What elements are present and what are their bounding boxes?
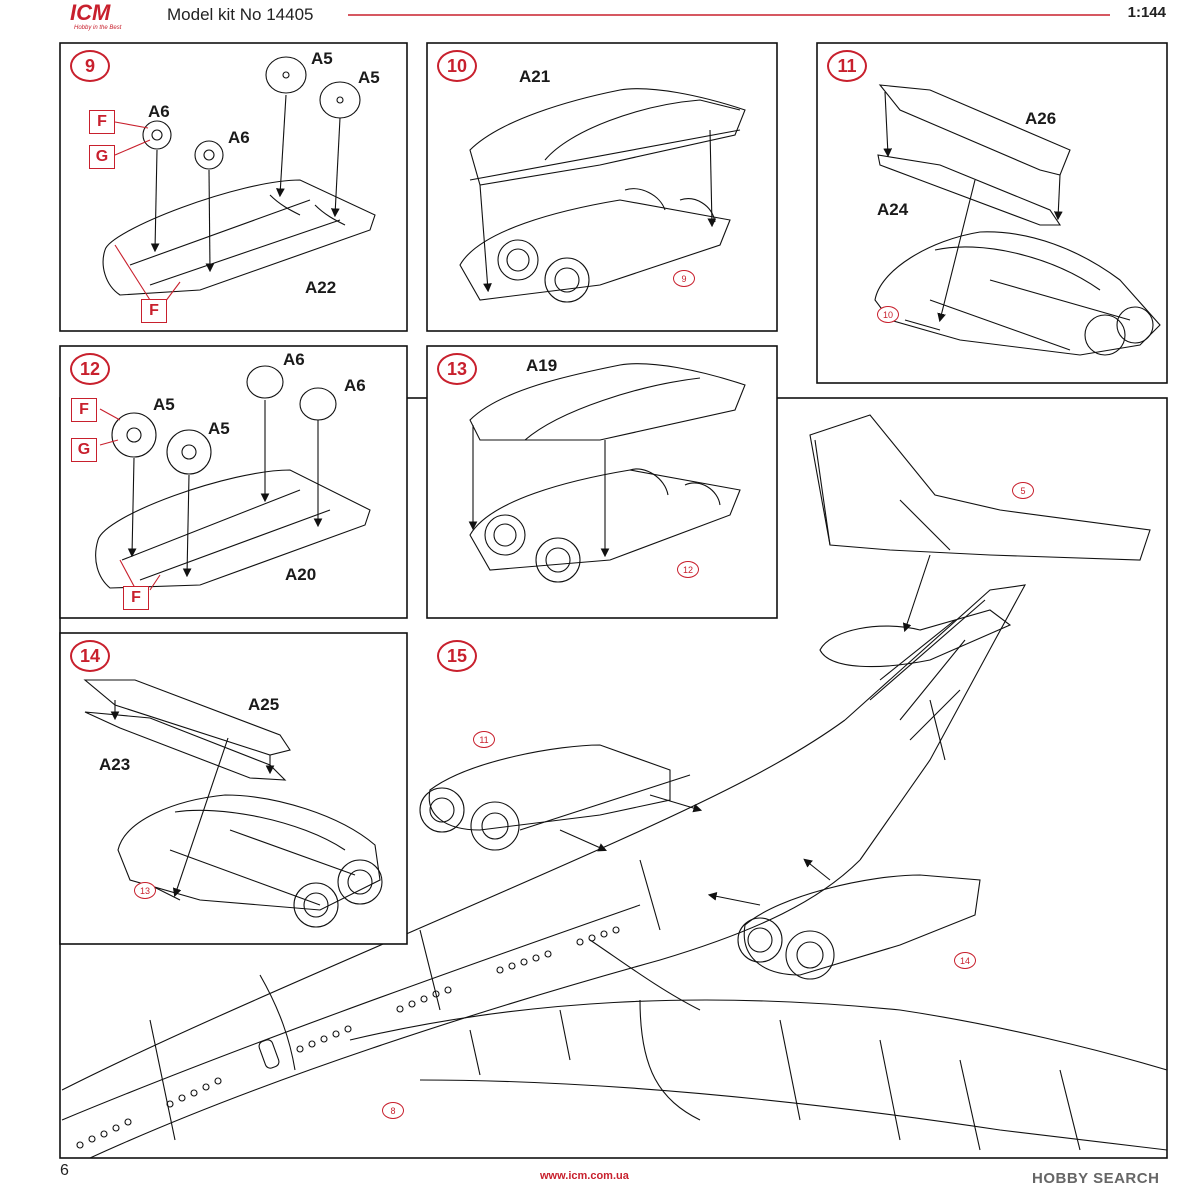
ref-step-badge: 8 [382, 1102, 404, 1119]
step-14-drawing [83, 679, 383, 928]
step-13-drawing [468, 363, 746, 583]
aircraft-drawing [61, 414, 1168, 1159]
part-label: A26 [1025, 109, 1057, 128]
part-label: A5 [153, 395, 175, 414]
step-11-drawing [874, 84, 1161, 356]
paint-code-badge: G [89, 145, 115, 169]
panel-step-13 [426, 345, 778, 619]
watermark: HOBBY SEARCH [1032, 1170, 1160, 1187]
part-label: A5 [358, 68, 380, 87]
part-label: A6 [148, 102, 170, 121]
panel-step-11 [816, 42, 1168, 384]
part-label: A20 [285, 565, 317, 584]
ref-step-badge: 13 [134, 882, 156, 899]
ref-step-badge: 11 [473, 731, 495, 748]
step-9-badge: 9 [70, 50, 110, 82]
ref-step-badge: 9 [673, 270, 695, 287]
part-label: A5 [208, 419, 230, 438]
part-label: A21 [519, 67, 551, 86]
ref-step-badge: 5 [1012, 482, 1034, 499]
part-label: A6 [283, 350, 305, 369]
ref-step-badge: 10 [877, 306, 899, 323]
ref-step-badge: 14 [954, 952, 976, 969]
paint-code-badge: F [123, 586, 149, 610]
step-12-drawing [95, 365, 371, 589]
step-10-drawing [459, 88, 746, 303]
panel-step-10 [426, 42, 778, 332]
part-label: A5 [311, 49, 333, 68]
paint-code-badge: F [141, 299, 167, 323]
step-14-badge: 14 [70, 640, 110, 672]
scale-label: 1:144 [1127, 4, 1166, 21]
paint-code-badge: F [89, 110, 115, 134]
footer-url[interactable]: www.icm.com.ua [540, 1170, 629, 1182]
part-label: A24 [877, 200, 909, 219]
step-10-badge: 10 [437, 50, 477, 82]
page-number: 6 [60, 1162, 69, 1179]
step-9-drawing [102, 56, 376, 296]
paint-code-badge: F [71, 398, 97, 422]
panel-step-9 [59, 42, 408, 332]
step-11-badge: 11 [827, 50, 867, 82]
step-15-badge: 15 [437, 640, 477, 672]
step-13-badge: 13 [437, 353, 477, 385]
part-label: A6 [228, 128, 250, 147]
part-label: A25 [248, 695, 280, 714]
part-label: A19 [526, 356, 558, 375]
icm-logo-tagline: Hobby in the Best [74, 25, 122, 31]
icm-logo: ICM [70, 0, 111, 25]
part-label: A6 [344, 376, 366, 395]
step-12-badge: 12 [70, 353, 110, 385]
part-label: A23 [99, 755, 131, 774]
part-label: A22 [305, 278, 337, 297]
fuselage-windows [76, 926, 620, 1149]
panel-step-14 [59, 632, 408, 945]
kit-title: Model kit No 14405 [167, 5, 314, 24]
paint-code-badge: G [71, 438, 97, 462]
ref-step-badge: 12 [677, 561, 699, 578]
